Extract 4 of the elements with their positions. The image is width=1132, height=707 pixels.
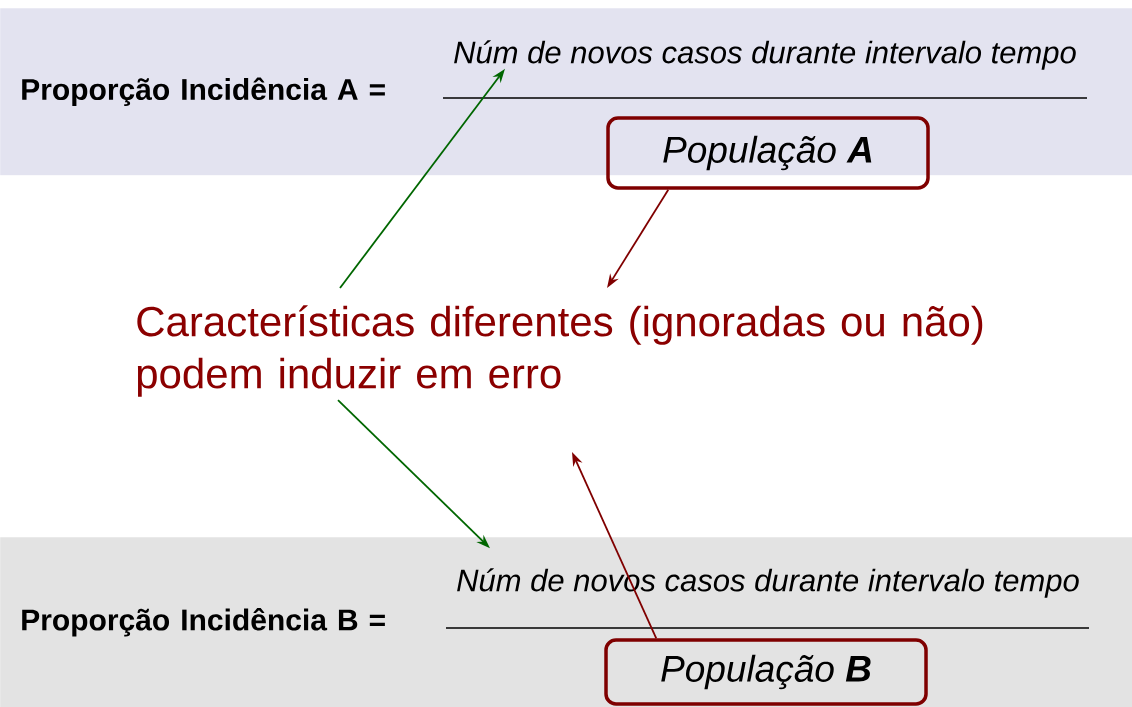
note-text: Características diferentes (ignoradas ou não) podem induzir em erro (137, 305, 983, 397)
numerator-text: Núm de novos casos durante intervalo tempo (454, 40, 1076, 70)
denominator-box: População A (606, 116, 930, 190)
denominator-box: População B (604, 638, 928, 706)
